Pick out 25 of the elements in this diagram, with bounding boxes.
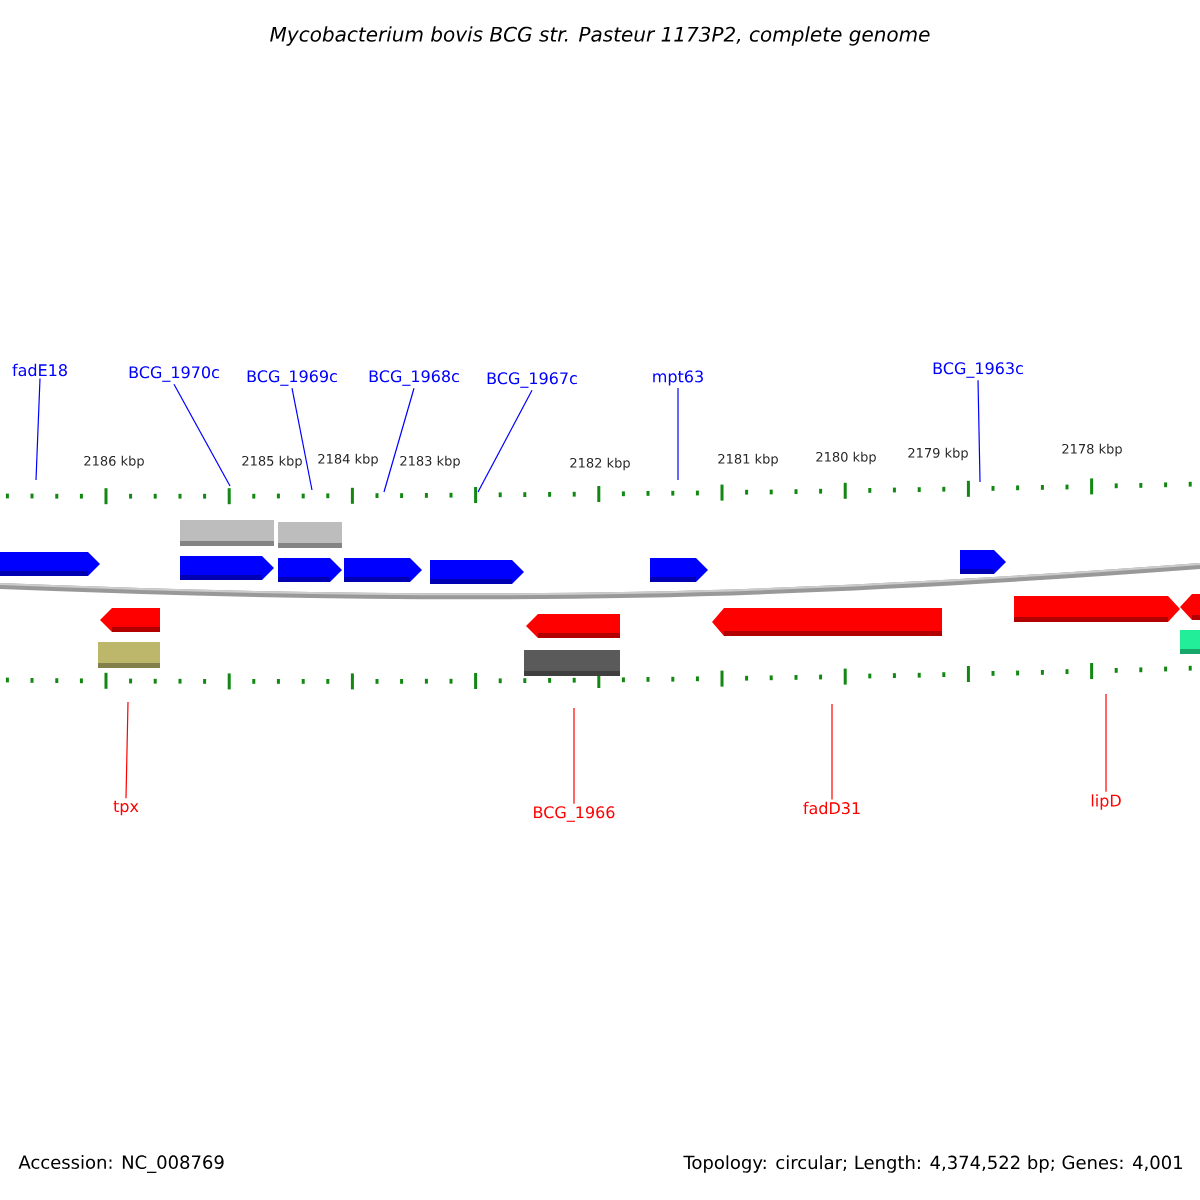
gene-label: BCG_1969c <box>247 370 337 386</box>
gene-label: BCG_1963c <box>933 362 1023 378</box>
leader-line <box>291 387 313 491</box>
leader-line <box>477 389 533 493</box>
gene-label: BCG_1966 <box>534 806 615 822</box>
leader-line <box>677 387 679 481</box>
gene-label: fadD31 <box>803 801 860 815</box>
title: Mycobacterium bovis BCG str. Pasteur 1173P2, complete genome <box>270 26 930 46</box>
leader-line <box>35 378 41 481</box>
gene-label: fadE18 <box>12 363 67 377</box>
leader-line <box>831 703 833 800</box>
leader-line <box>125 701 129 799</box>
genome-info-text: Topology: circular; Length: 4,374,522 bp; Genes: 4,001 <box>683 1155 1182 1173</box>
gene-label: BCG_1967c <box>487 372 577 388</box>
gene-label: BCG_1970c <box>129 366 219 382</box>
gene-label: BCG_1968c <box>369 370 459 386</box>
leader-line <box>573 707 575 805</box>
gene-label: mpt63 <box>653 370 703 386</box>
leader-line <box>173 383 231 487</box>
leader-line <box>1105 693 1107 793</box>
gene-label: lipD <box>1091 794 1121 810</box>
leader-line <box>383 387 415 493</box>
leader-line <box>977 379 981 483</box>
accession-text: Accession: NC_008769 <box>18 1155 224 1173</box>
gene-label: tpx <box>113 800 139 816</box>
